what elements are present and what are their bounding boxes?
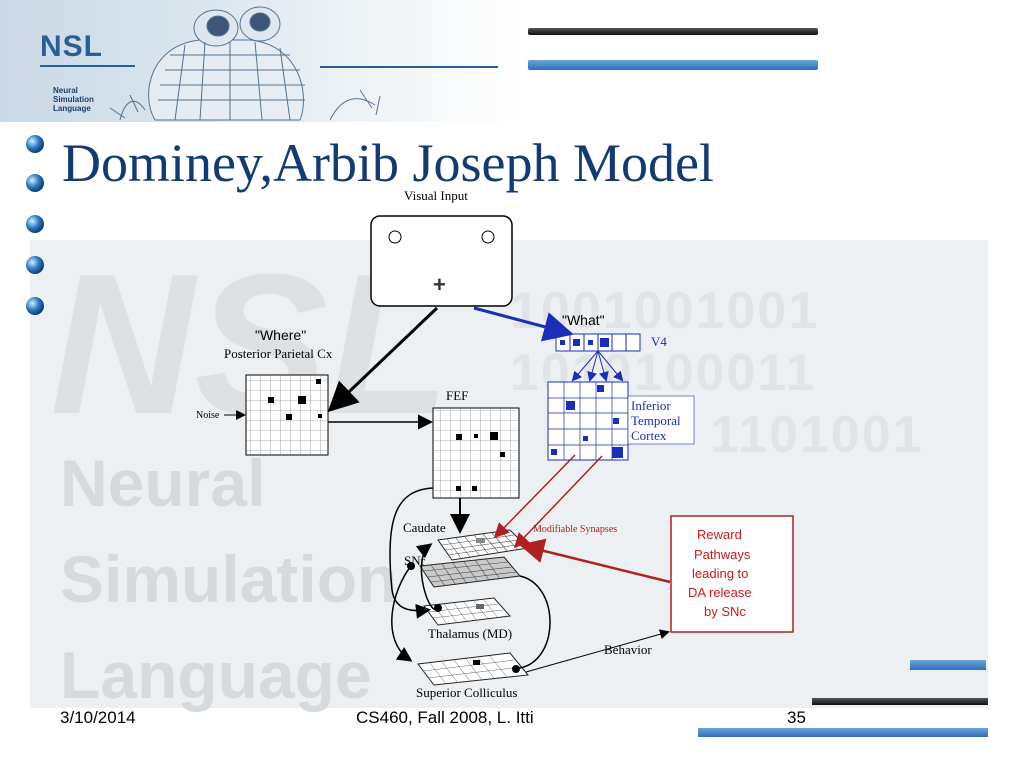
footer-bar-dark <box>812 698 988 705</box>
bullet-icon <box>26 174 44 192</box>
footer-course: CS460, Fall 2008, L. Itti <box>356 708 534 727</box>
thalamus-layer <box>423 597 512 626</box>
basal-ganglia-loop <box>389 487 551 669</box>
watermark-words: Neural Simulation Language <box>60 435 397 723</box>
v4-to-it-arrows <box>571 350 624 382</box>
logo-nsl-text: NSL <box>40 30 103 63</box>
sc-layer-grid <box>422 655 522 685</box>
header-bar-blue <box>528 60 818 70</box>
what-label: "What" <box>562 312 605 328</box>
v4-cells <box>569 334 627 351</box>
nsl-logo-banner: NSL Neural Simulation Language <box>0 0 520 122</box>
logo-subtitle-line: Simulation <box>53 95 94 104</box>
reward-label-line: DA release <box>688 585 752 600</box>
watermark-word: Language <box>60 638 372 712</box>
footer-page-number: 35 <box>787 708 806 727</box>
bullet-icon <box>26 256 44 274</box>
it-label-box <box>627 395 695 445</box>
reward-label-line: leading to <box>692 566 748 581</box>
frog-mascot-icon <box>40 6 498 121</box>
sc-activity <box>473 660 480 665</box>
thalamus-layer-grid <box>427 599 504 625</box>
watermark-binary-row: 1101001 <box>710 406 924 464</box>
it-label-line: Inferior <box>631 398 671 413</box>
modifiable-synapses-label: Modifiable Synapses <box>533 524 617 535</box>
it-label-line: Cortex <box>631 428 667 443</box>
it-grid-lines <box>548 382 628 460</box>
caudate-activity <box>476 538 485 543</box>
visual-input-box <box>370 215 513 307</box>
logo-subtitle-line: Neural <box>53 86 78 95</box>
input-to-ppc-arrow <box>327 306 439 413</box>
behavior-label: Behavior <box>604 642 652 657</box>
footer-bar-blue <box>698 728 988 737</box>
fef-label: FEF <box>446 388 468 403</box>
it-label-line: Temporal <box>631 413 681 428</box>
reward-label-line: Pathways <box>694 547 751 562</box>
noise-label: Noise <box>196 410 220 421</box>
thalamus-activity <box>476 604 484 609</box>
input-to-v4-arrow <box>473 306 574 342</box>
footer-bar-blue-small <box>910 660 986 670</box>
it-activity <box>551 385 623 458</box>
sc-node <box>512 665 520 673</box>
watermark-word: Simulation <box>60 542 398 616</box>
ppc-label: Posterior Parietal Cx <box>224 346 333 361</box>
snr-layer-grid <box>423 558 517 587</box>
behavior-arrow <box>525 629 670 673</box>
fef-activity <box>456 432 505 491</box>
reward-label-line: Reward <box>697 527 742 542</box>
logo-subtitle: Neural Simulation Language <box>53 86 113 113</box>
bullet-list <box>26 135 44 315</box>
fef-grid-lines <box>433 408 519 498</box>
logo-subtitle-line: Language <box>53 104 91 113</box>
caudate-label: Caudate <box>403 520 446 535</box>
watermark-word: Neural <box>60 446 266 520</box>
bullet-icon <box>26 297 44 315</box>
fixation-cross: + <box>433 272 446 297</box>
bullet-icon <box>26 135 44 153</box>
it-to-caudate-arrows <box>493 454 603 549</box>
v4-label: V4 <box>651 334 667 349</box>
reward-box <box>670 515 794 633</box>
where-label: "Where" <box>255 327 306 343</box>
thalamus-label: Thalamus (MD) <box>428 626 512 641</box>
visual-input-label: Visual Input <box>404 188 468 203</box>
reward-label-line: by SNc <box>704 604 746 619</box>
reward-to-caudate-arrow <box>519 538 671 584</box>
visual-target-icon <box>388 230 402 244</box>
header-bar-dark <box>528 28 818 35</box>
bullet-icon <box>26 215 44 233</box>
v4-activity <box>560 338 609 347</box>
reward-label: Reward Pathways leading to DA release by… <box>688 527 752 619</box>
visual-target-icon <box>481 230 495 244</box>
slide-title: Dominey,Arbib Joseph Model <box>62 133 714 193</box>
sc-label: Superior Colliculus <box>416 685 517 700</box>
ppc-activity <box>268 379 322 420</box>
footer-date: 3/10/2014 <box>60 708 136 727</box>
